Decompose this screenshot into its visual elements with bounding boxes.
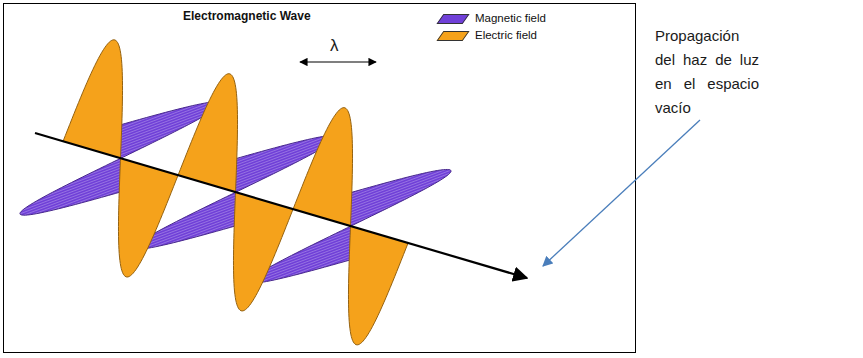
- title-holder: Electromagnetic Wave: [183, 9, 311, 23]
- callout-text: Propagación del haz de luz en el espacio…: [655, 24, 759, 120]
- figure-frame: [4, 4, 636, 353]
- label-holder: λ: [330, 36, 339, 56]
- legend-row: Electric field: [436, 28, 596, 44]
- wavelength-symbol: λ: [330, 36, 339, 56]
- label-holder: Propagación del haz de luz en el espacio…: [655, 24, 759, 120]
- legend-swatch: [436, 14, 469, 24]
- propagation-axis: [35, 133, 527, 278]
- legend-swatch: [436, 31, 469, 41]
- diagram-title: Electromagnetic Wave: [183, 9, 311, 23]
- legend-row: Magnetic field: [436, 11, 596, 27]
- legend-text: Electric field: [475, 29, 537, 41]
- wavelength-arrow: [300, 61, 376, 62]
- legend-text: Magnetic field: [475, 12, 546, 24]
- leader-line: [543, 120, 700, 266]
